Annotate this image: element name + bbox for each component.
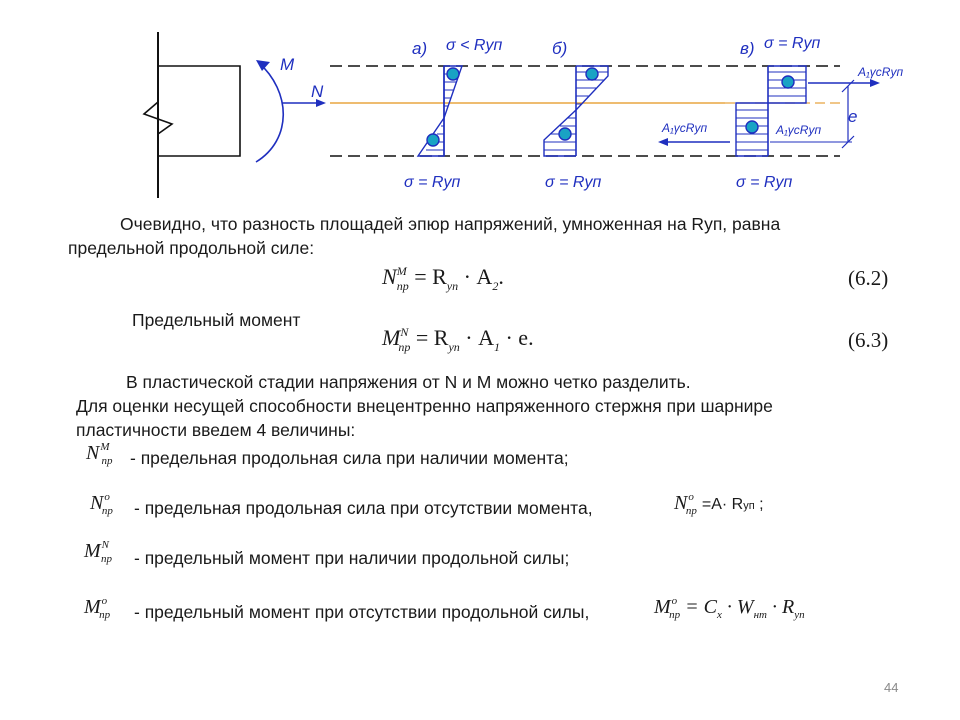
label-top-a: σ < Rуп — [446, 37, 502, 54]
item-3-text: - предельный момент при наличии продольн… — [134, 548, 570, 568]
equation-6-2: NMпр = Rуп · A2. — [382, 264, 504, 293]
symbol-M-o: Moпр — [84, 595, 111, 621]
label-force-left: A₁γcRуп — [661, 121, 707, 135]
label-force-mid: A₁γcRуп — [775, 123, 821, 137]
epure-a — [416, 65, 463, 157]
para3: В пластической стадии напряжения от N и … — [126, 372, 691, 392]
label-top-v: σ = Rуп — [764, 35, 820, 52]
item-4-text: - предельный момент при отсутствии продо… — [134, 602, 590, 622]
para1-line2: предельной продольной силе: — [68, 238, 315, 258]
label-bot-v: σ = Rуп — [736, 174, 792, 191]
symbol-M-N: MNпр — [84, 539, 113, 565]
para2: Предельный момент — [132, 310, 301, 330]
item-1-text: - предельная продольная сила при наличии… — [130, 448, 569, 468]
item-2-formula: Noпр =A· Rуп ; — [674, 491, 764, 517]
para4-line2: пластичности введем 4 величины: — [76, 420, 356, 436]
equation-6-3-number: (6.3) — [848, 328, 889, 352]
page-number: 44 — [884, 680, 899, 695]
item-2-text: - предельная продольная сила при отсутст… — [134, 498, 593, 518]
label-N: N — [311, 82, 324, 101]
label-force-top: A₁γcRуп — [857, 65, 903, 79]
equation-6-2-number: (6.2) — [848, 266, 889, 290]
label-bot-b: σ = Rуп — [545, 174, 601, 191]
symbol-N-M: NMпр — [86, 441, 113, 467]
label-bot-a: σ = Rуп — [404, 174, 460, 191]
para4-line1: Для оценки несущей способности внецентре… — [76, 396, 773, 416]
item-4-formula: Moпр = Cx · Wнт · Rуп — [654, 595, 805, 621]
label-v: в) — [740, 39, 755, 58]
label-e: e — [848, 107, 857, 126]
epure-b — [543, 65, 609, 157]
label-b: б) — [552, 39, 567, 58]
para1-line1: Очевидно, что разность площадей эпюр нап… — [120, 214, 781, 234]
symbol-N-o: Noпр — [90, 491, 113, 517]
stress-diagram: M N а) σ < Rуп б) в) σ = Rуп A₁γcRуп e A… — [142, 32, 903, 198]
label-M: M — [280, 55, 295, 74]
label-a: а) — [412, 39, 427, 58]
equation-6-3: MNпр = Rуп · A1 · e. — [382, 325, 534, 354]
epure-v — [658, 65, 880, 157]
